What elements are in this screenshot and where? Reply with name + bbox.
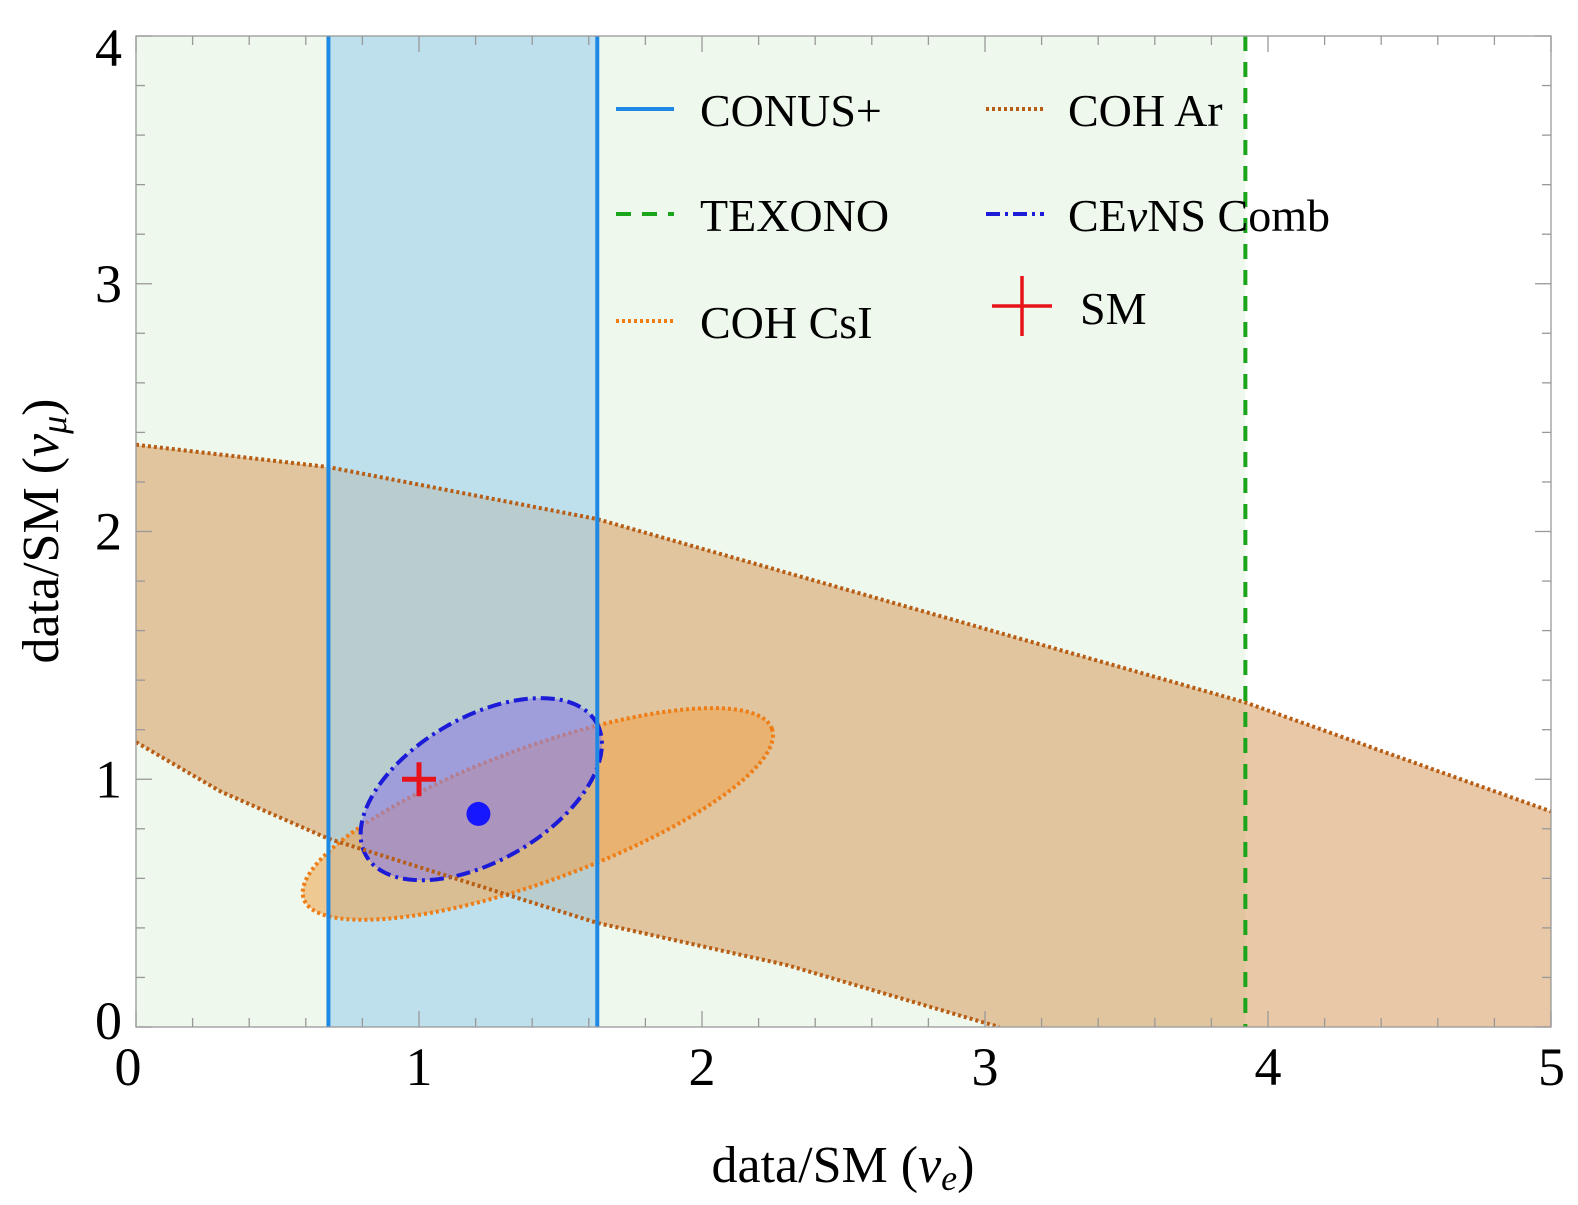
- legend-label-cevns-pre: CE: [1068, 190, 1127, 241]
- legend-label-cevns-post: NS Comb: [1147, 190, 1330, 241]
- y-tick-label: 4: [95, 18, 122, 78]
- legend-label-cevns-nu: ν: [1127, 190, 1148, 241]
- axis-ticks: [135, 35, 1552, 1028]
- confidence-regions: [136, 36, 1551, 1027]
- y-axis-title-symbol: ν: [13, 433, 70, 457]
- x-axis-title-subscript: e: [941, 1158, 957, 1198]
- legend-item-cevns-comb: CEνNS Comb: [986, 190, 1330, 241]
- y-axis-title-subscript: μ: [34, 416, 74, 435]
- y-axis-title: data/SM (νμ): [13, 398, 74, 663]
- legend-item-conus: CONUS+: [616, 85, 882, 136]
- x-axis-title-symbol: ν: [918, 1137, 942, 1194]
- legend-label-texono: TEXONO: [700, 190, 889, 241]
- best-fit-point: [466, 801, 491, 826]
- coh-ar-upper-boundary: [136, 442, 1551, 814]
- legend-item-coh-csi: COH CsI: [616, 297, 873, 348]
- x-axis-title-close: ): [957, 1137, 974, 1194]
- x-axis-title: data/SM (νe): [712, 1137, 975, 1198]
- y-tick-label: 0: [95, 991, 122, 1051]
- legend-label-sm: SM: [1080, 283, 1146, 334]
- legend-label-coh-ar: COH Ar: [1068, 85, 1223, 136]
- coh-ar-lower-boundary: [136, 740, 1000, 1027]
- y-tick-label: 2: [95, 502, 122, 562]
- y-axis-title-main: data/SM (: [13, 457, 70, 664]
- legend: CONUS+ TEXONO COH CsI COH Ar CEνNS Comb …: [616, 85, 1330, 348]
- axis-tick-labels: 0 1 2 3 4 5 0 1 2 3 4: [95, 18, 1565, 1097]
- x-tick-label: 5: [1538, 1037, 1565, 1097]
- coh-csi-region-outline: [300, 706, 775, 922]
- data-markers: [402, 762, 491, 826]
- x-axis-title-main: data/SM (: [712, 1137, 919, 1194]
- y-tick-label: 3: [95, 254, 122, 314]
- x-tick-label: 2: [689, 1037, 716, 1097]
- x-tick-label: 1: [406, 1037, 433, 1097]
- legend-label-coh-csi: COH CsI: [700, 297, 873, 348]
- legend-item-texono: TEXONO: [616, 190, 889, 241]
- x-tick-label: 4: [1255, 1037, 1282, 1097]
- x-tick-label: 3: [972, 1037, 999, 1097]
- x-tick-label: 0: [115, 1037, 142, 1097]
- legend-label-conus: CONUS+: [700, 85, 882, 136]
- y-tick-label: 1: [95, 749, 122, 809]
- legend-label-cevns-comb: CEνNS Comb: [1068, 190, 1330, 241]
- y-axis-title-close: ): [13, 398, 70, 415]
- legend-item-coh-ar: COH Ar: [986, 85, 1223, 136]
- legend-item-sm: SM: [992, 276, 1146, 336]
